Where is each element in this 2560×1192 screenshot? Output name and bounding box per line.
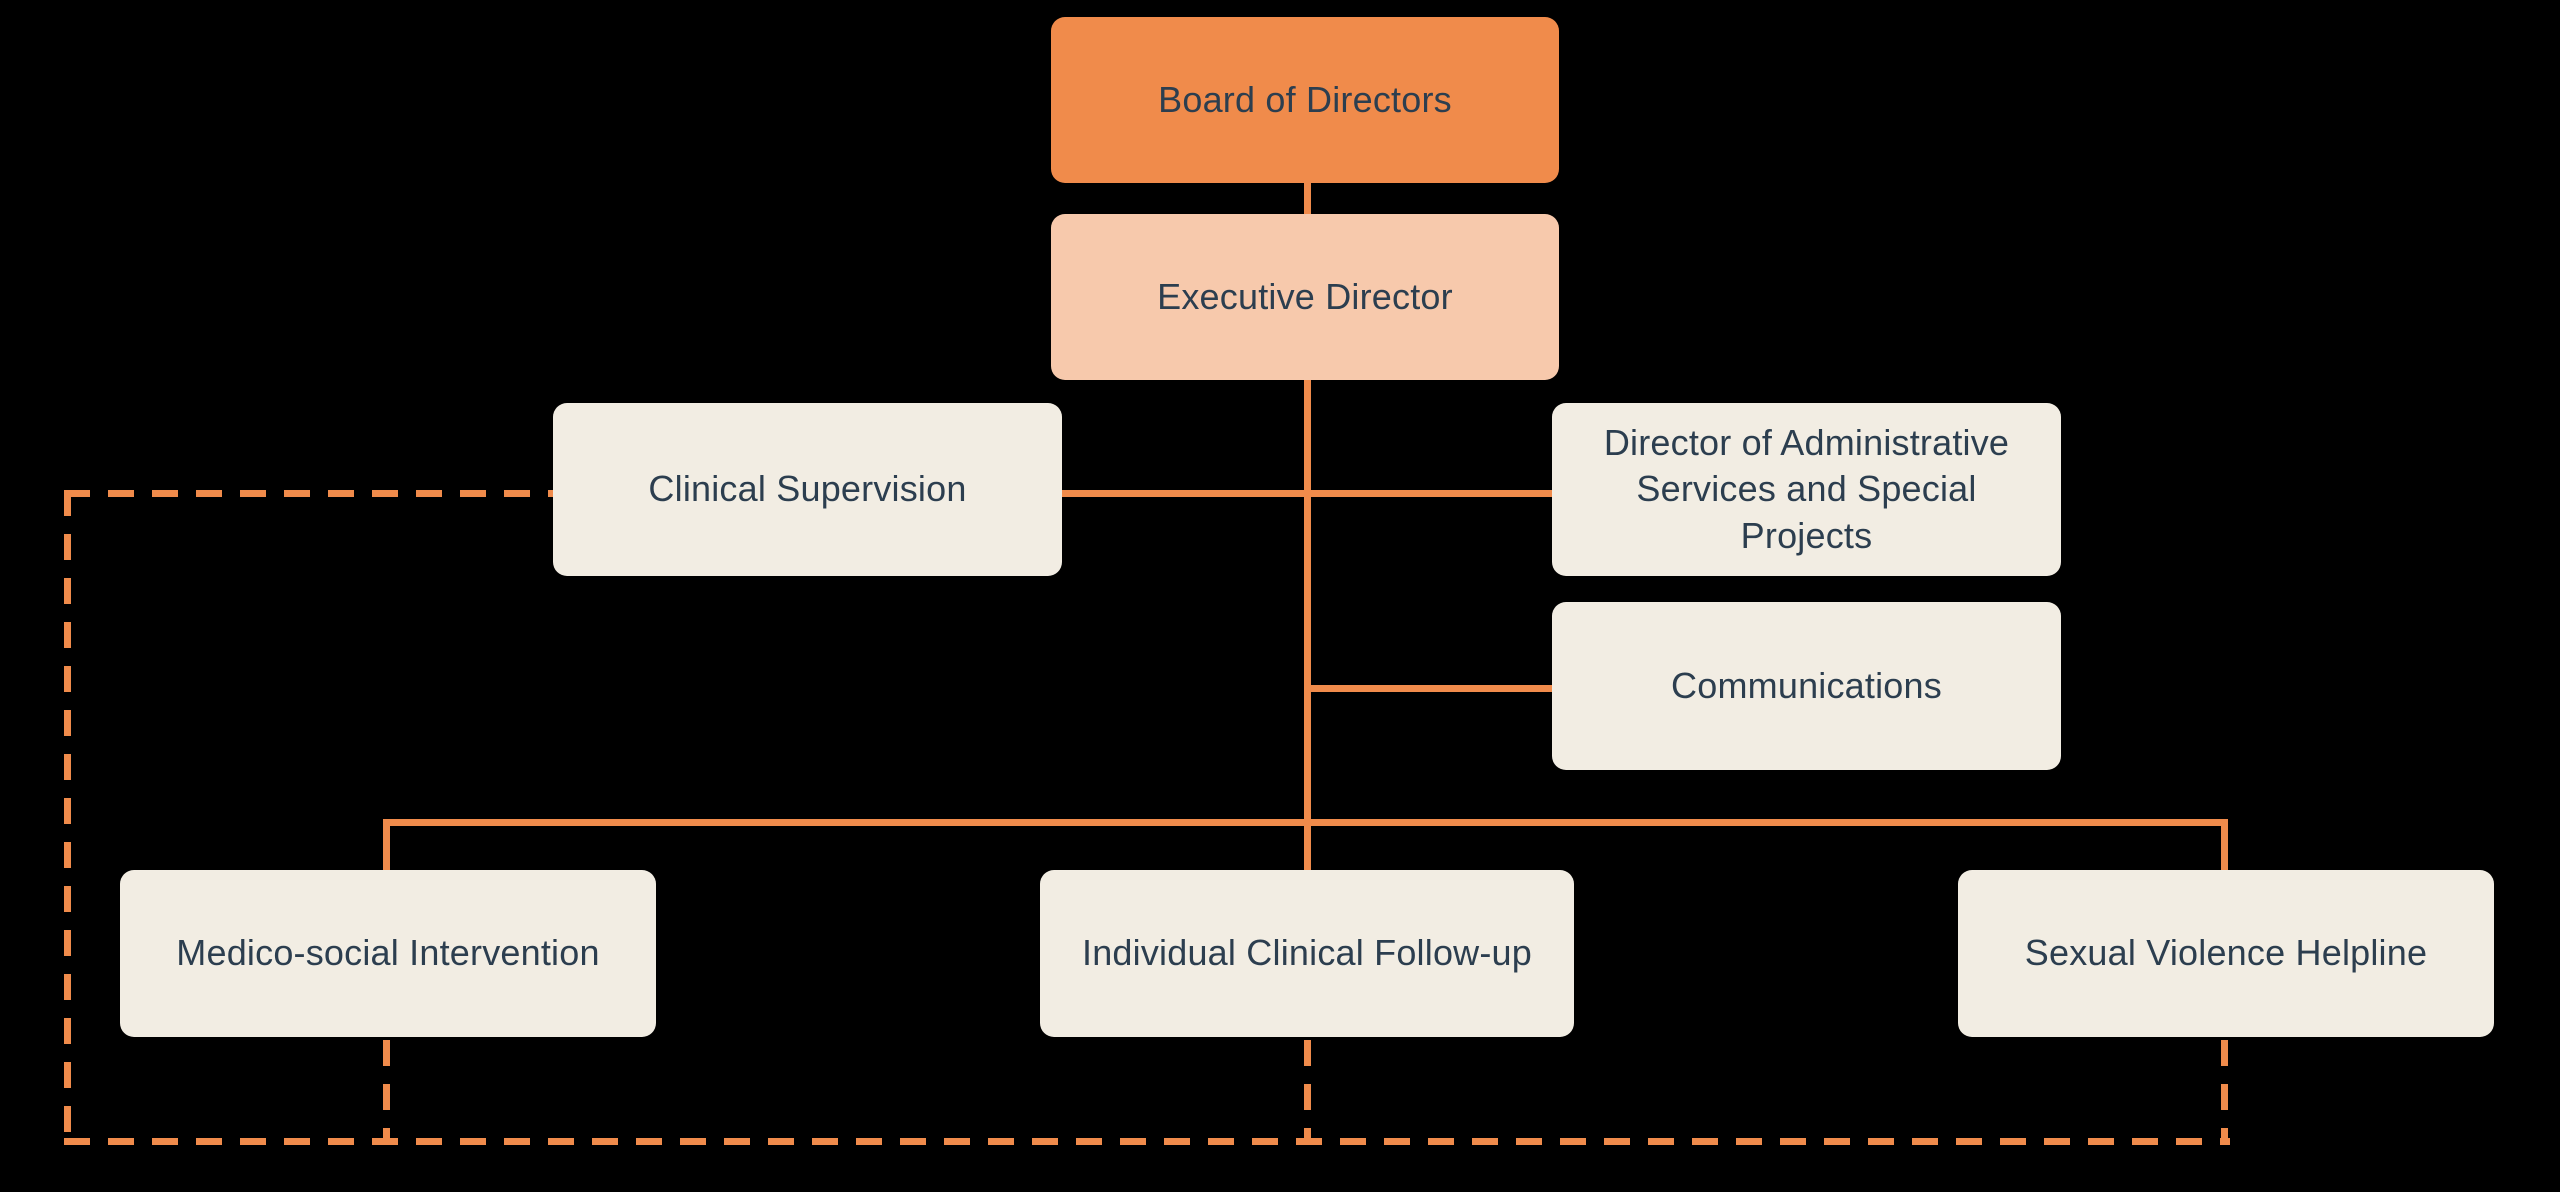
node-sexual-violence-helpline[interactable]: Sexual Violence Helpline <box>1958 870 2494 1037</box>
connector-drop-followup <box>1304 819 1311 871</box>
node-label-helpline: Sexual Violence Helpline <box>2024 932 2428 974</box>
node-label-followup: Individual Clinical Follow-up <box>1082 932 1532 974</box>
connector-drop-helpline <box>2221 819 2228 871</box>
node-medico-social-intervention[interactable]: Medico-social Intervention <box>120 870 656 1037</box>
dashed-stub-helpline <box>2221 1040 2228 1140</box>
node-label-communications: Communications <box>1671 664 1942 706</box>
connector-exec-trunk <box>1304 380 1311 826</box>
node-board-of-directors[interactable]: Board of Directors <box>1051 17 1559 183</box>
node-label-dir-admin-line3: Projects <box>1740 514 1873 556</box>
dashed-connector-clinical-top <box>64 490 562 497</box>
node-communications[interactable]: Communications <box>1552 602 2061 770</box>
node-label-exec: Executive Director <box>1157 275 1453 317</box>
dashed-connector-left-vertical <box>64 490 71 1145</box>
node-individual-clinical-followup[interactable]: Individual Clinical Follow-up <box>1040 870 1574 1037</box>
node-label-dir-admin-line1: Director of Administrative <box>1603 422 2010 464</box>
connector-exec-to-communications <box>1304 685 1554 692</box>
node-clinical-supervision[interactable]: Clinical Supervision <box>553 403 1062 576</box>
node-label-clinical-supervision: Clinical Supervision <box>648 468 967 510</box>
dashed-connector-bottom-horizontal <box>64 1138 2230 1145</box>
node-label-medico-social: Medico-social Intervention <box>176 932 600 974</box>
connector-level2-horizontal <box>1058 490 1556 497</box>
connector-drop-medico <box>383 819 390 871</box>
dashed-stub-medico <box>383 1040 390 1140</box>
node-director-administrative-services[interactable]: Director of Administrative Services and … <box>1552 403 2061 576</box>
dashed-stub-followup <box>1304 1040 1311 1140</box>
node-executive-director[interactable]: Executive Director <box>1051 214 1559 380</box>
node-label-dir-admin-line2: Services and Special <box>1636 468 1977 510</box>
connector-board-to-exec <box>1304 182 1311 214</box>
node-label-board: Board of Directors <box>1158 78 1452 120</box>
